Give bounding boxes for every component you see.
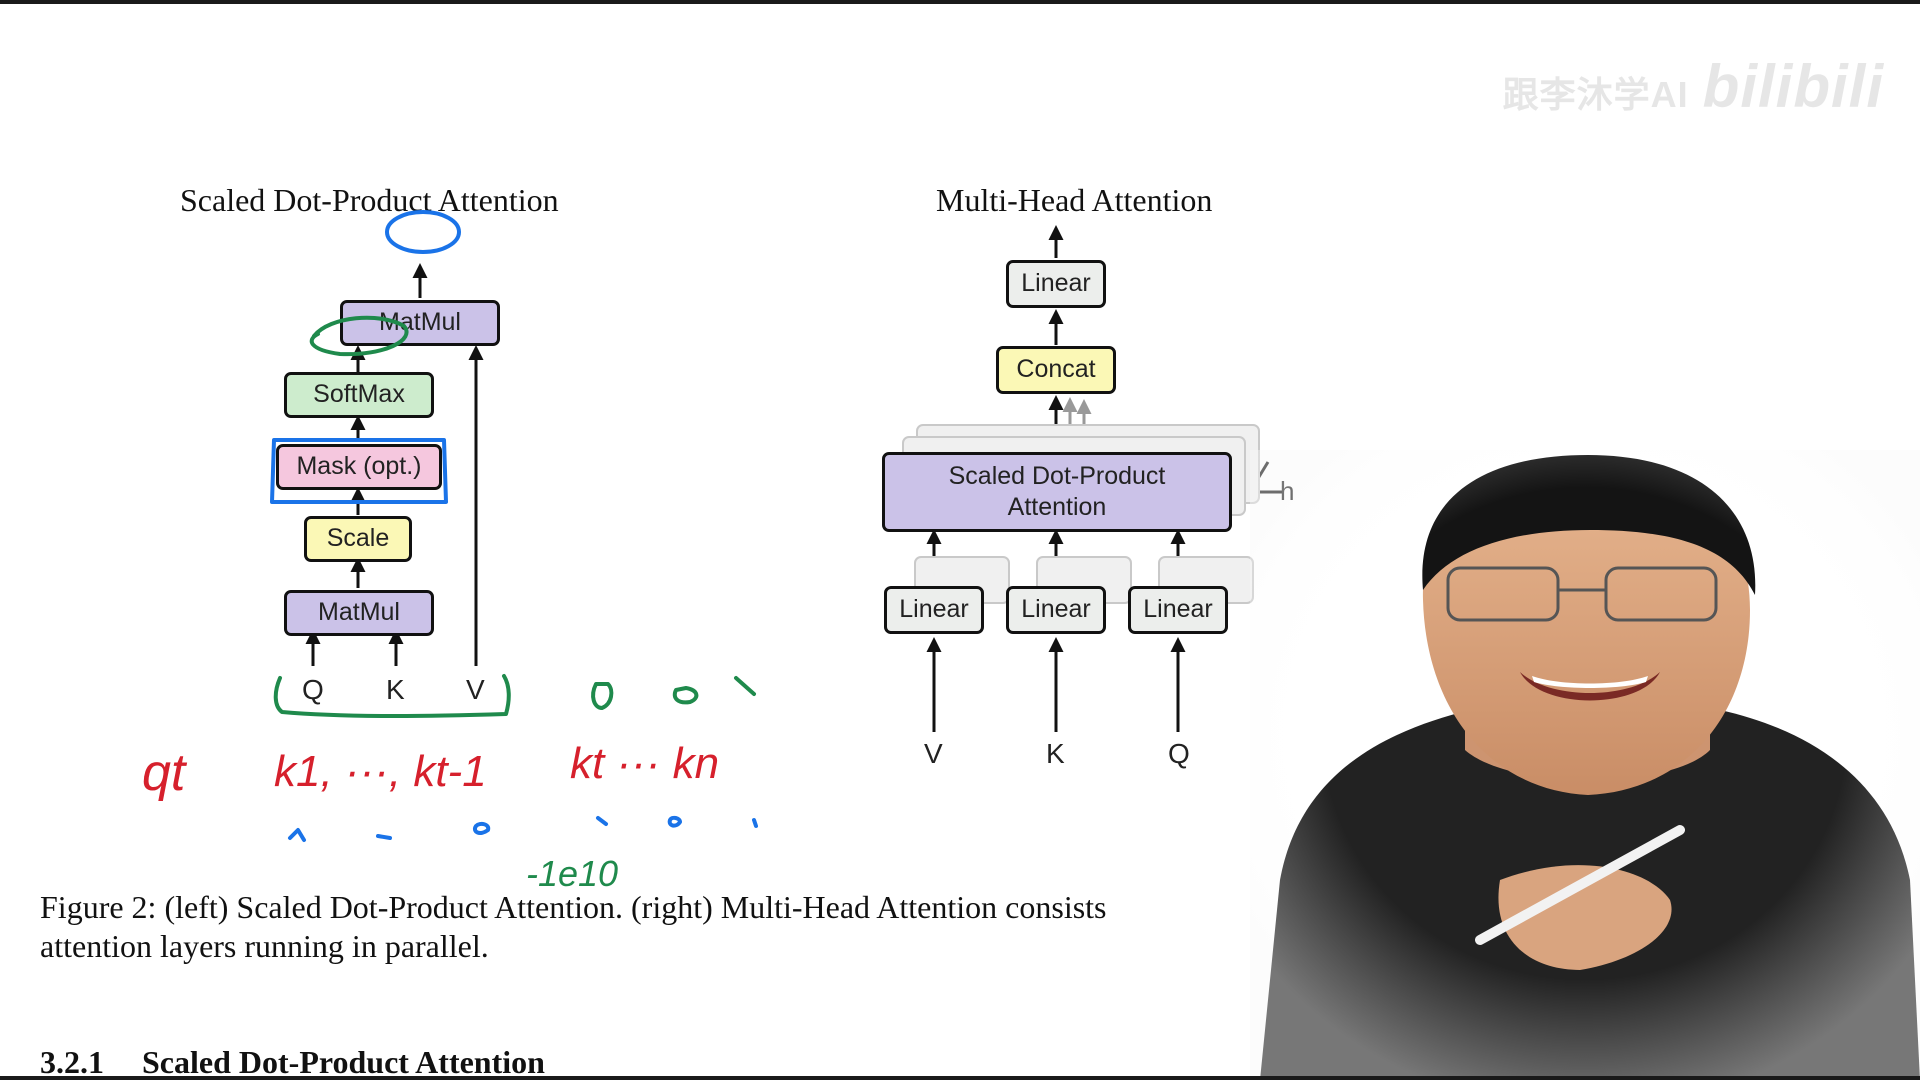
ink-red-keys-before: k1, ···, kt-1 xyxy=(274,747,487,796)
matmul-top-block: MatMul xyxy=(340,300,500,346)
ink-green-qkv-bracket xyxy=(273,674,511,718)
input-k-label: K xyxy=(386,674,405,705)
figure-caption: Figure 2: (left) Scaled Dot-Product Atte… xyxy=(40,888,1280,966)
concat-block: Concat xyxy=(996,346,1116,394)
linear-q-block: Linear xyxy=(1128,586,1228,634)
linear-output-block: Linear xyxy=(1006,260,1106,308)
ink-green-one xyxy=(734,676,756,696)
ink-blue-mask-box xyxy=(270,438,448,504)
caption-line-1: Figure 2: (left) Scaled Dot-Product Atte… xyxy=(40,889,1107,925)
watermark-channel-name: 跟李沐学AI xyxy=(1502,74,1689,115)
presenter-video-overlay xyxy=(1250,450,1920,1080)
linear-v-block: Linear xyxy=(884,586,984,634)
ink-green-neg-value: -1e10 xyxy=(526,853,618,894)
bottom-border xyxy=(0,1076,1920,1080)
attention-title-line2: Attention xyxy=(1007,493,1107,521)
mha-input-k-label: K xyxy=(1046,738,1065,769)
linear-k-block: Linear xyxy=(1006,586,1106,634)
caption-line-2: attention layers running in parallel. xyxy=(40,928,489,964)
top-border xyxy=(0,0,1920,4)
scaled-dot-product-attention-block: Scaled Dot-Product Attention xyxy=(882,452,1232,532)
scale-block: Scale xyxy=(304,516,412,562)
section-heading: 3.2.1 Scaled Dot-Product Attention xyxy=(40,1044,545,1081)
ink-green-matmul-circle xyxy=(309,315,409,357)
input-q-label: Q xyxy=(302,674,324,705)
mha-input-v-label: V xyxy=(924,738,943,769)
softmax-block: SoftMax xyxy=(284,372,434,418)
section-title: Scaled Dot-Product Attention xyxy=(142,1044,545,1080)
bilibili-logo: bilibili xyxy=(1702,53,1884,120)
ink-blue-dots xyxy=(288,815,758,842)
left-figure-title: Scaled Dot-Product Attention xyxy=(180,182,559,218)
mask-block: Mask (opt.) xyxy=(276,444,442,490)
input-v-label: V xyxy=(466,674,485,705)
ink-blue-output-circle xyxy=(385,210,461,254)
channel-watermark: 跟李沐学AI bilibili xyxy=(1503,52,1884,121)
right-figure-title: Multi-Head Attention xyxy=(936,182,1213,218)
matmul-bottom-block: MatMul xyxy=(284,590,434,636)
mha-input-q-label: Q xyxy=(1168,738,1190,769)
ink-green-zero-1 xyxy=(591,682,614,710)
section-number: 3.2.1 xyxy=(40,1044,104,1080)
ink-red-keys-after: kt ··· kn xyxy=(570,739,719,788)
attention-title-line1: Scaled Dot-Product xyxy=(948,461,1166,490)
ink-green-zero-2 xyxy=(672,686,699,705)
ink-red-query: qt xyxy=(142,744,188,802)
